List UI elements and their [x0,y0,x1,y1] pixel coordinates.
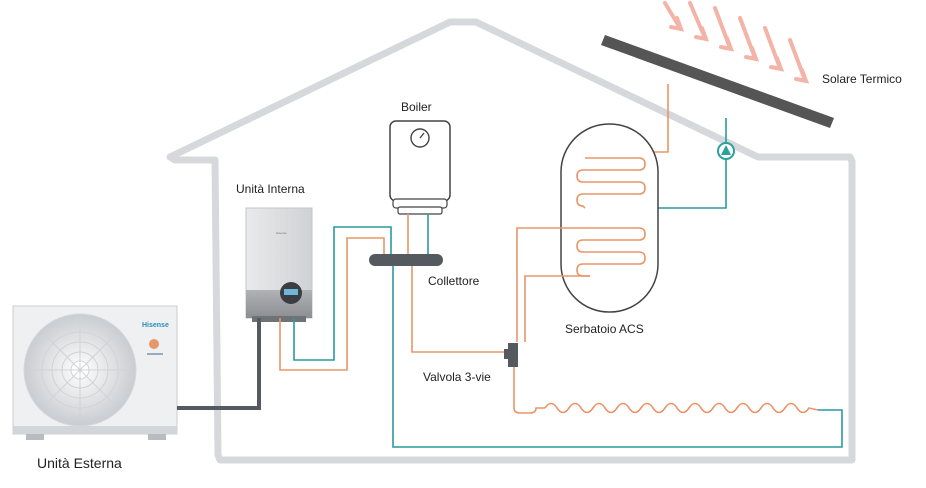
floor-heating-zigzag [548,398,818,420]
sun-ray-icon [663,1,810,84]
outdoor-unit: Hisense [12,305,178,440]
collector-label: Collettore [428,274,480,288]
tank-label: Serbatoio ACS [565,322,644,336]
valve-label: Valvola 3-vie [423,370,491,384]
svg-text:Hisense: Hisense [276,231,287,235]
copper-pipe-tank-return [524,275,590,342]
boiler [389,120,451,215]
gauge-icon [410,128,430,148]
floor-heating-coil [544,402,819,414]
copper-pipe-valve [411,266,511,353]
copper-pipe-tank [516,227,585,342]
refrigerant-line [177,318,261,410]
three-way-valve [504,343,518,367]
water-pipe-indoor-1 [293,226,392,361]
fan-icon [31,321,129,419]
copper-pipe-floor [513,364,545,414]
boiler-label: Boiler [401,100,432,114]
indoor-unit: Hisense [245,207,313,322]
indoor-unit-label: Unità Interna [236,182,305,196]
outdoor-unit-label: Unità Esterna [37,455,122,471]
house-outline [166,18,856,464]
solar-label: Solare Termico [822,72,902,86]
solar-panel [601,35,834,128]
copper-pipe-indoor-1 [279,237,385,371]
pump-icon [717,142,735,160]
storage-tank [560,123,659,313]
collector [369,254,443,266]
water-return-pipe [392,266,843,448]
brand-logo: Hisense [142,322,169,329]
